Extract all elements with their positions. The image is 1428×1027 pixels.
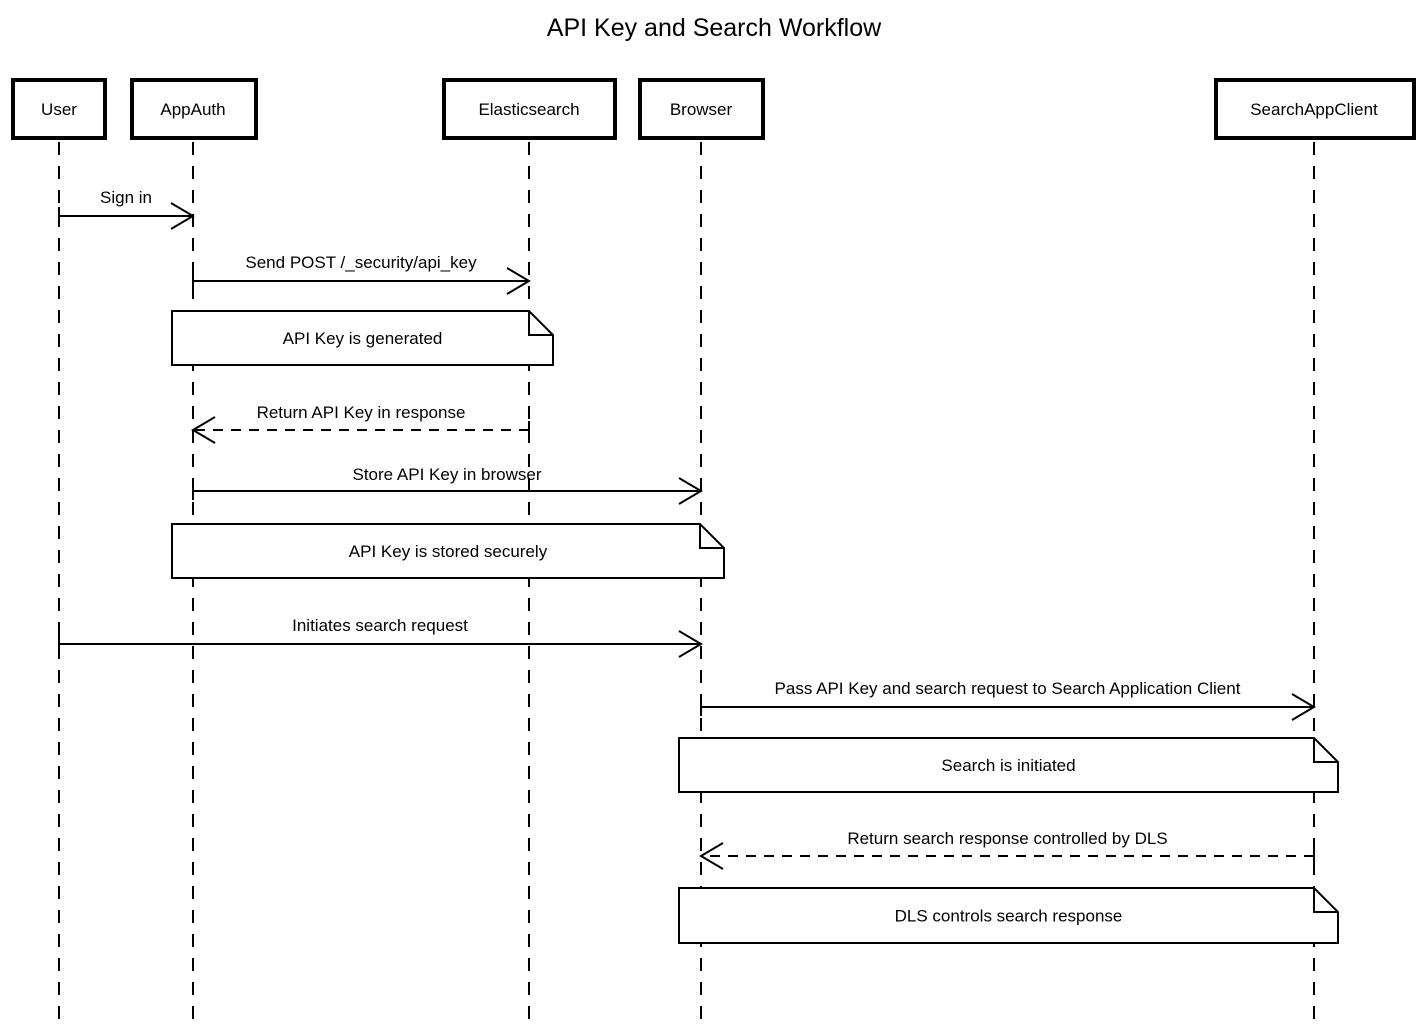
message-m1[interactable]: Sign in: [58, 188, 195, 230]
participant-appauth[interactable]: AppAuth: [130, 78, 258, 140]
note-shape: [171, 523, 725, 579]
participant-label-searchappclient: SearchAppClient: [1250, 100, 1378, 119]
participants-group: User AppAuth Elasticsearch Browser SearchApp…: [11, 78, 1416, 140]
note-label-n1: API Key is generated: [283, 329, 443, 348]
note-n4[interactable]: DLS controls search response: [678, 887, 1339, 944]
message-arrowhead: [170, 202, 195, 230]
participant-box-searchappclient: [1214, 78, 1416, 140]
message-m3[interactable]: Return API Key in response: [191, 403, 530, 444]
note-shape: [678, 887, 1339, 944]
participant-user[interactable]: User: [11, 78, 107, 140]
page-title: API Key and Search Workflow: [547, 14, 882, 42]
message-m5[interactable]: Initiates search request: [58, 616, 703, 658]
note-fold-corner-icon: [1313, 738, 1338, 763]
message-m7[interactable]: Return search response controlled by DLS: [699, 829, 1315, 870]
message-arrowhead: [191, 416, 216, 444]
participant-label-elasticsearch: Elasticsearch: [478, 100, 579, 119]
message-label-m4: Store API Key in browser: [353, 465, 542, 484]
message-label-m2: Send POST /_security/api_key: [245, 253, 477, 272]
participant-label-user: User: [41, 100, 77, 119]
note-n3[interactable]: Search is initiated: [678, 737, 1339, 793]
message-m4[interactable]: Store API Key in browser: [192, 465, 703, 505]
participant-searchappclient[interactable]: SearchAppClient: [1214, 78, 1416, 140]
note-shape: [678, 737, 1339, 793]
message-label-m3: Return API Key in response: [257, 403, 466, 422]
message-label-m6: Pass API Key and search request to Searc…: [775, 679, 1241, 698]
messages-group: Sign in Send POST /_security/api_keyRetur…: [58, 188, 1316, 870]
participant-box-browser: [638, 78, 765, 140]
participant-elasticsearch[interactable]: Elasticsearch: [442, 78, 617, 140]
participant-browser[interactable]: Browser: [638, 78, 765, 140]
participant-box-appauth: [130, 78, 258, 140]
note-n1[interactable]: API Key is generated: [171, 310, 554, 366]
message-label-m1: Sign in: [100, 188, 152, 207]
message-arrowhead: [1291, 693, 1316, 721]
note-fold-corner-icon: [528, 311, 553, 336]
message-arrowhead: [678, 630, 703, 658]
note-label-n2: API Key is stored securely: [349, 542, 548, 561]
participant-label-appauth: AppAuth: [160, 100, 225, 119]
message-arrowhead: [699, 842, 724, 870]
message-label-m7: Return search response controlled by DLS: [847, 829, 1167, 848]
note-fold-corner-icon: [699, 524, 724, 549]
note-shape: [171, 310, 554, 366]
participant-box-user: [11, 78, 107, 140]
participant-label-browser: Browser: [670, 100, 733, 119]
message-m6[interactable]: Pass API Key and search request to Searc…: [700, 679, 1316, 721]
note-fold-corner-icon: [1313, 888, 1338, 913]
message-arrowhead: [506, 267, 531, 295]
note-label-n3: Search is initiated: [941, 756, 1075, 775]
message-m2[interactable]: Send POST /_security/api_key: [192, 253, 531, 295]
message-label-m5: Initiates search request: [292, 616, 468, 635]
participant-box-elasticsearch: [442, 78, 617, 140]
note-label-n4: DLS controls search response: [895, 907, 1123, 926]
note-n2[interactable]: API Key is stored securely: [171, 523, 725, 579]
message-arrowhead: [678, 477, 703, 505]
